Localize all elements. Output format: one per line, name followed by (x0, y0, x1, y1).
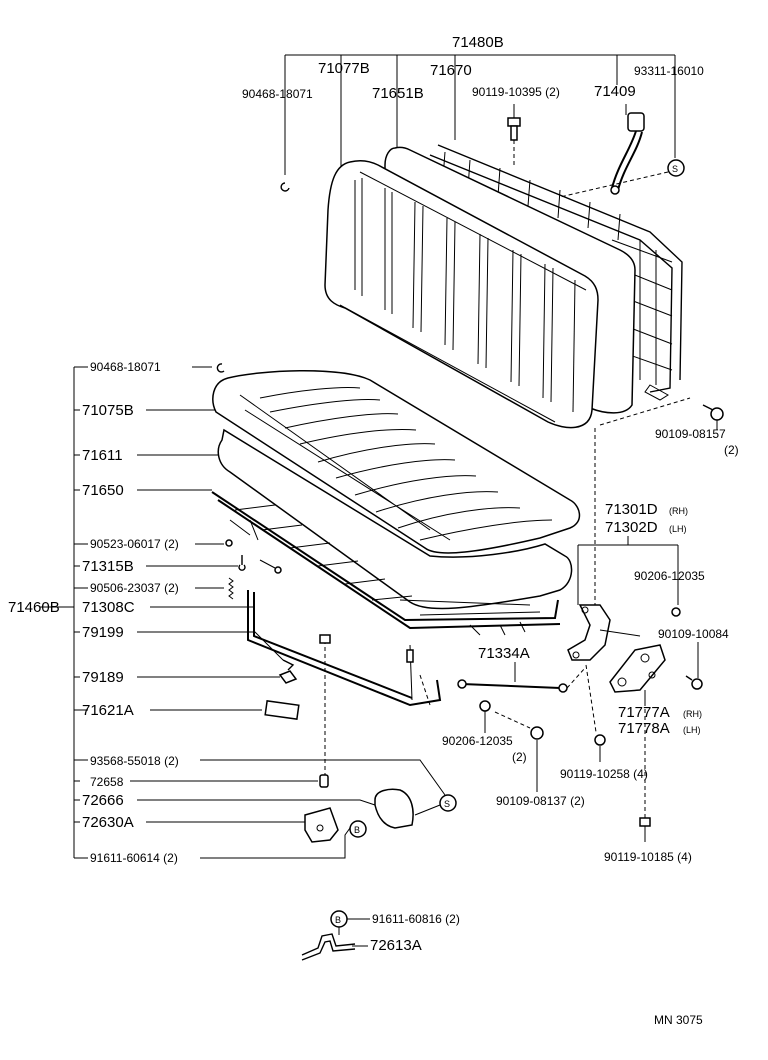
label-71650: 71650 (82, 482, 124, 499)
rod-icon-71334A (457, 667, 586, 693)
label-72666: 72666 (82, 792, 124, 809)
clip-icon-79199 (278, 659, 298, 684)
label-lh-2: (LH) (683, 725, 701, 735)
strap-icon-71409 (610, 104, 645, 195)
label-79199: 79199 (82, 624, 124, 641)
label-72630A: 72630A (82, 814, 134, 831)
seatback-cover-71077B (324, 160, 599, 429)
label-90468-18071: 90468-18071 (90, 360, 161, 374)
label-71651B: 71651B (372, 85, 424, 102)
label-rh-1: (RH) (669, 506, 688, 516)
screw-b-icon-cushion: B (349, 820, 367, 838)
clip-icon-top (280, 182, 290, 192)
label-79189: 79189 (82, 669, 124, 686)
label-71778A: 71778A (618, 720, 670, 737)
latch-bracket (319, 634, 331, 644)
clip-icon-cushion (216, 363, 225, 373)
label-90206-12035-a: 90206-12035 (634, 569, 705, 583)
nut-icon-90206-a (671, 607, 681, 617)
nut-icon-90523 (225, 539, 233, 547)
pad-icon-71621A (264, 699, 300, 721)
cushion-pad-71611 (217, 428, 573, 610)
label-90506-23037: 90506-23037 (2) (90, 581, 179, 595)
spring-hook-icon-71315B (238, 555, 282, 574)
label-90109-10084: 90109-10084 (658, 627, 729, 641)
cover-icon-72666 (374, 788, 414, 829)
svg-text:S: S (444, 799, 450, 809)
bolt-icon-90119-10185 (639, 702, 651, 842)
label-71611: 71611 (82, 447, 123, 464)
label-71670: 71670 (430, 62, 472, 79)
bolt-icon-90119-10258 (585, 664, 606, 762)
screw-b-icon-bracket: B (330, 910, 348, 928)
seatback-frame-71670 (429, 144, 683, 401)
screw-s-icon: S (559, 159, 685, 198)
label-71460B: 71460B (8, 599, 60, 616)
bolt-icon-90109-08157 (594, 397, 724, 605)
bolt-icon-90109-10084 (685, 675, 703, 690)
bottom-frame-71308C (247, 590, 442, 707)
seatback-callout-bracket (284, 54, 676, 175)
cap-icon-72658 (319, 774, 329, 788)
bolt-icon-90109-08137 (494, 711, 544, 792)
label-90119-10395: 90119-10395 (2) (472, 85, 560, 99)
hinge-plate-71777A (609, 644, 666, 693)
label-rh-2: (RH) (683, 709, 702, 719)
label-93311-16010: 93311-16010 (634, 64, 704, 78)
cushion-frame-71650 (211, 491, 561, 636)
label-71777A: 71777A (618, 704, 670, 721)
label-90119-10185: 90119-10185 (4) (604, 850, 692, 864)
label-71334A: 71334A (478, 645, 530, 662)
label-90206-12035-b-qty: (2) (512, 750, 527, 764)
label-90523-06017: 90523-06017 (2) (90, 537, 179, 551)
cushion-callout-bracket (40, 366, 88, 859)
label-71301D: 71301D (605, 501, 658, 518)
spring-icon-90506 (228, 577, 234, 600)
bracket-icon-72613A (301, 933, 356, 961)
label-90109-08137: 90109-08137 (2) (496, 794, 585, 808)
label-71621A: 71621A (82, 702, 134, 719)
label-71077B: 71077B (318, 60, 370, 77)
label-71075B: 71075B (82, 402, 134, 419)
label-90119-10258: 90119-10258 (4) (560, 767, 648, 781)
label-72613A: 72613A (370, 937, 422, 954)
screw-s-icon-cushion: S (414, 794, 457, 816)
label-71409: 71409 (594, 83, 636, 100)
label-93568-55018: 93568-55018 (2) (90, 754, 179, 768)
label-lh-1: (LH) (669, 524, 687, 534)
label-90109-08157-qty: (2) (724, 443, 739, 457)
label-91611-60614: 91611-60614 (2) (90, 851, 178, 865)
label-90206-12035-b: 90206-12035 (442, 734, 513, 748)
svg-text:B: B (354, 825, 360, 835)
cushion-cover-71075B (212, 369, 581, 554)
bolt-icon-90119-10395 (507, 104, 521, 165)
label-71315B: 71315B (82, 558, 134, 575)
label-72658: 72658 (90, 775, 124, 789)
svg-text:S: S (672, 164, 678, 174)
figure-code: MN 3075 (654, 1013, 703, 1027)
label-90109-08157: 90109-08157 (655, 427, 726, 441)
label-71308C: 71308C (82, 599, 135, 616)
svg-text:B: B (335, 915, 341, 925)
hinge-bracket-71301D (567, 604, 641, 661)
label-71480B: 71480B (452, 34, 504, 51)
label-71302D: 71302D (605, 519, 658, 536)
label-90468-18071-top: 90468-18071 (242, 87, 313, 101)
label-91611-60816: 91611-60816 (2) (372, 912, 460, 926)
nut-icon-90206-b (479, 700, 491, 733)
